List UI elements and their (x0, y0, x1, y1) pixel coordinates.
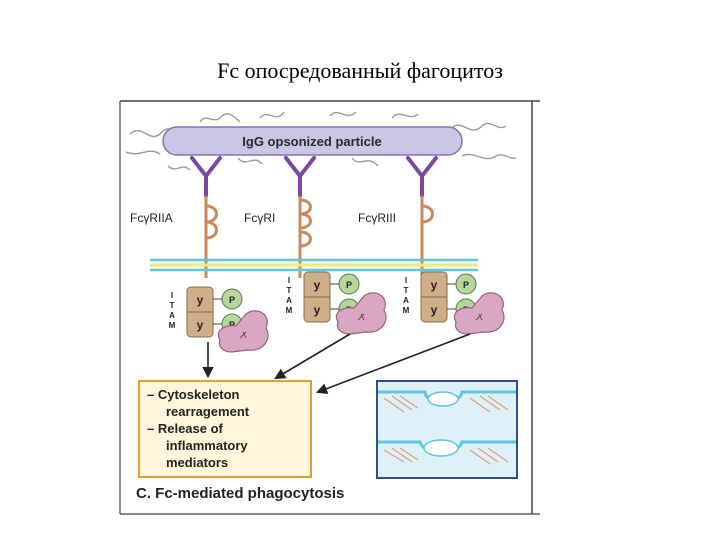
phospho-icon (338, 273, 360, 295)
svg-text:I: I (171, 291, 173, 300)
phospho-icon (455, 273, 477, 295)
svg-text:T: T (404, 286, 409, 295)
svg-text:y: y (197, 293, 204, 307)
svg-text:A: A (286, 296, 292, 305)
receptor-label-fcgri: FcγRI (244, 211, 275, 225)
igg-particle (162, 126, 463, 156)
svg-text:– Cytoskeleton: – Cytoskeleton (147, 387, 240, 402)
outcome-text: – Cytoskeleton rearragement – Release of… (147, 387, 250, 470)
itam-label: I T A M I T A M I T A M (169, 276, 410, 330)
svg-text:M: M (403, 306, 410, 315)
svg-text:y: y (314, 303, 321, 317)
svg-text:y: y (431, 303, 438, 317)
phospho-icon (221, 288, 243, 310)
kinase-icon (217, 292, 505, 353)
svg-text:T: T (170, 301, 175, 310)
svg-text:rearragement: rearragement (166, 404, 250, 419)
svg-text:– Release of: – Release of (147, 421, 224, 436)
slide-title: Fc опосредованный фагоцитоз (217, 58, 503, 83)
svg-text:I: I (405, 276, 407, 285)
particle-label: IgG opsonized particle (242, 134, 381, 149)
svg-text:A: A (403, 296, 409, 305)
figure-caption: C. Fc-mediated phagocytosis (136, 485, 344, 502)
outcome-box (138, 380, 312, 478)
svg-text:A: A (169, 311, 175, 320)
svg-text:P: P (463, 280, 469, 290)
cell-membrane (150, 258, 478, 272)
itam-box-1: y y P P (186, 286, 243, 338)
svg-text:M: M (286, 306, 293, 315)
particle-strands (125, 111, 517, 171)
svg-text:P: P (229, 295, 235, 305)
kinase-swirl (239, 313, 483, 339)
engulfment-inset (376, 380, 518, 479)
svg-text:inflammatory: inflammatory (166, 438, 248, 453)
svg-text:P: P (346, 280, 352, 290)
svg-text:y: y (431, 278, 438, 292)
antibody-icon (190, 156, 438, 198)
svg-text:y: y (197, 318, 204, 332)
signal-arrows (202, 333, 471, 395)
svg-text:T: T (287, 286, 292, 295)
receptor-label-fcgriii: FcγRIII (358, 211, 396, 225)
svg-text:M: M (169, 321, 176, 330)
svg-text:mediators: mediators (166, 455, 228, 470)
svg-text:I: I (288, 276, 290, 285)
svg-text:y: y (314, 278, 321, 292)
receptor-label-fcgriia: FcγRIIA (130, 211, 173, 225)
